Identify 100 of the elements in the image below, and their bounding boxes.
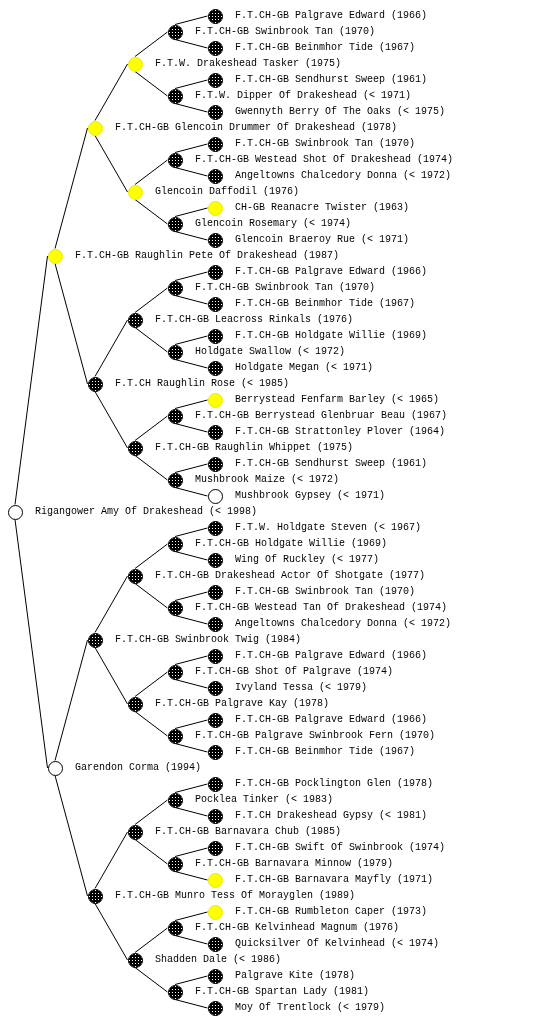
- name-label: F.T.CH-GB Palgrave Edward (1966): [235, 11, 428, 21]
- connector-line: [174, 207, 208, 217]
- connector-line: [174, 487, 208, 497]
- name-label: F.T.CH-GB Swinbrook Tan (1970): [235, 139, 416, 149]
- name-label: F.T.CH-GB Holdgate Willie (1969): [235, 331, 428, 341]
- name-label: F.T.CH-GB Swinbrook Tan (1970): [195, 27, 376, 37]
- connector-line: [174, 807, 208, 817]
- name-label: Palgrave Kite (1978): [235, 971, 356, 981]
- name-label: F.T.CH-GB Berrystead Glenbruar Beau (1967): [195, 411, 448, 421]
- name-label: Glencoin Daffodil (1976): [155, 187, 300, 197]
- name-label: F.T.CH-GB Barnavara Chub (1985): [155, 827, 342, 837]
- name-label: F.T.CH-GB Raughlin Pete Of Drakeshead (1987): [75, 251, 340, 261]
- connector-line: [174, 167, 208, 177]
- name-label: F.T.W. Holdgate Steven (< 1967): [235, 523, 422, 533]
- name-label: F.T.W. Drakeshead Tasker (1975): [155, 59, 342, 69]
- connector-line: [174, 847, 208, 857]
- name-label: F.T.CH-GB Rumbleton Caper (1973): [235, 907, 428, 917]
- connector-line: [94, 135, 128, 193]
- connector-line: [54, 639, 88, 761]
- connector-line: [94, 903, 128, 961]
- connector-line: [134, 31, 168, 57]
- connector-line: [174, 935, 208, 945]
- name-label: F.T.CH-GB Spartan Lady (1981): [195, 987, 370, 997]
- name-label: CH-GB Reanacre Twister (1963): [235, 203, 410, 213]
- name-label: F.T.CH-GB Swinbrook Twig (1984): [115, 635, 302, 645]
- name-label: Holdgate Swallow (< 1972): [195, 347, 346, 357]
- name-label: F.T.CH-GB Palgrave Edward (1966): [235, 267, 428, 277]
- connector-line: [174, 615, 208, 625]
- connector-line: [134, 671, 168, 697]
- connector-line: [134, 327, 168, 353]
- connector-line: [174, 271, 208, 281]
- name-label: F.T.CH-GB Swift Of Swinbrook (1974): [235, 843, 446, 853]
- connector-line: [94, 391, 128, 449]
- connector-line: [134, 71, 168, 97]
- name-label: F.T.CH-GB Drakeshead Actor Of Shotgate (1977): [155, 571, 426, 581]
- connector-line: [134, 927, 168, 953]
- name-label: Ivyland Tessa (< 1979): [235, 683, 368, 693]
- name-label: Angeltowns Chalcedory Donna (< 1972): [235, 171, 452, 181]
- connector-line: [94, 63, 128, 121]
- name-label: Quicksilver Of Kelvinhead (< 1974): [235, 939, 440, 949]
- connector-line: [174, 79, 208, 89]
- name-label: F.T.CH-GB Palgrave Kay (1978): [155, 699, 330, 709]
- name-label: F.T.CH Drakeshead Gypsy (< 1981): [235, 811, 428, 821]
- name-label: Shadden Dale (< 1986): [155, 955, 282, 965]
- connector-line: [174, 143, 208, 153]
- connector-line: [14, 519, 48, 769]
- name-label: Gwennyth Berry Of The Oaks (< 1975): [235, 107, 446, 117]
- connector-line: [134, 159, 168, 185]
- connector-line: [174, 719, 208, 729]
- name-label: F.T.CH-GB Swinbrook Tan (1970): [195, 283, 376, 293]
- connector-line: [94, 575, 128, 633]
- connector-line: [134, 287, 168, 313]
- connector-line: [174, 399, 208, 409]
- name-label: F.T.CH-GB Palgrave Edward (1966): [235, 715, 428, 725]
- name-label: Moy Of Trentlock (< 1979): [235, 1003, 386, 1013]
- name-label: Mushbrook Gypsey (< 1971): [235, 491, 386, 501]
- connector-line: [174, 231, 208, 241]
- name-label: F.T.CH-GB Palgrave Swinbrook Fern (1970): [195, 731, 436, 741]
- name-label: F.T.CH-GB Strattonley Plover (1964): [235, 427, 446, 437]
- name-label: F.T.CH-GB Palgrave Edward (1966): [235, 651, 428, 661]
- name-label: F.T.CH-GB Beinmhor Tide (1967): [235, 299, 416, 309]
- connector-line: [174, 871, 208, 881]
- name-label: F.T.CH-GB Barnavara Minnow (1979): [195, 859, 394, 869]
- name-label: Pocklea Tinker (< 1983): [195, 795, 334, 805]
- name-label: F.T.CH-GB Leacross Rinkals (1976): [155, 315, 354, 325]
- connector-line: [174, 335, 208, 345]
- connector-line: [174, 39, 208, 49]
- name-label: F.T.CH-GB Raughlin Whippet (1975): [155, 443, 354, 453]
- name-label: Holdgate Megan (< 1971): [235, 363, 374, 373]
- name-label: F.T.CH Raughlin Rose (< 1985): [115, 379, 290, 389]
- name-label: Glencoin Rosemary (< 1974): [195, 219, 352, 229]
- name-label: F.T.CH-GB Shot Of Palgrave (1974): [195, 667, 394, 677]
- connector-line: [174, 911, 208, 921]
- connector-line: [54, 775, 88, 897]
- connector-line: [174, 591, 208, 601]
- name-label: F.T.CH-GB Munro Tess Of Morayglen (1989): [115, 891, 356, 901]
- name-label: F.T.CH-GB Beinmhor Tide (1967): [235, 43, 416, 53]
- connector-line: [174, 359, 208, 369]
- name-label: F.T.CH-GB Sendhurst Sweep (1961): [235, 75, 428, 85]
- connector-line: [174, 527, 208, 537]
- name-label: Rigangower Amy Of Drakeshead (< 1998): [35, 507, 258, 517]
- name-label: F.T.CH-GB Sendhurst Sweep (1961): [235, 459, 428, 469]
- connector-line: [174, 423, 208, 433]
- connector-line: [174, 103, 208, 113]
- name-label: F.T.CH-GB Barnavara Mayfly (1971): [235, 875, 434, 885]
- name-label: Angeltowns Chalcedory Donna (< 1972): [235, 619, 452, 629]
- name-label: Berrystead Fenfarm Barley (< 1965): [235, 395, 440, 405]
- connector-line: [54, 127, 88, 249]
- name-label: F.T.CH-GB Holdgate Willie (1969): [195, 539, 388, 549]
- connector-line: [174, 295, 208, 305]
- name-label: Wing Of Ruckley (< 1977): [235, 555, 380, 565]
- name-label: Garendon Corma (1994): [75, 763, 202, 773]
- name-label: F.T.CH-GB Westead Shot Of Drakeshead (1974): [195, 155, 454, 165]
- name-label: Glencoin Braeroy Rue (< 1971): [235, 235, 410, 245]
- connector-line: [94, 319, 128, 377]
- name-label: F.T.CH-GB Westead Tan Of Drakeshead (1974): [195, 603, 448, 613]
- connector-line: [134, 711, 168, 737]
- connector-line: [134, 455, 168, 481]
- connector-line: [54, 263, 88, 385]
- connector-line: [174, 743, 208, 753]
